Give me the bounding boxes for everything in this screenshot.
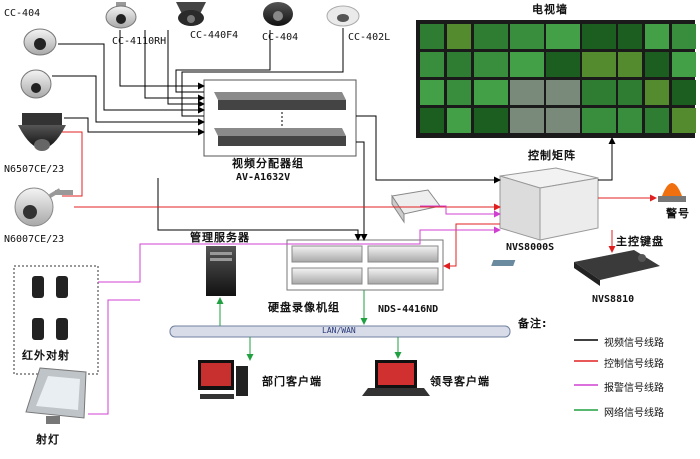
video-wall-tile [420,80,444,105]
video-wall-tile [546,24,580,49]
video-wall-tile [510,24,544,49]
camera-cc4110-icon [105,2,137,29]
label-cc404-a: CC-404 [4,8,41,19]
video-wall-tile [618,24,642,49]
video-wall-tile [447,24,471,49]
label-n6007: N6007CE/23 [4,234,65,245]
label-vda-cn: 视频分配器组 [232,157,304,170]
video-wall-tile [582,24,616,49]
video-wall-tile [582,108,616,133]
video-wall-tile [582,52,616,77]
legend-swatches [574,339,598,411]
video-wall-tile [474,80,508,105]
video-wall-tile [672,52,696,77]
label-server: 管理服务器 [190,231,250,244]
spotlight-icon [25,367,87,424]
video-wall-tile [474,108,508,133]
ir-beam-group-icon [13,265,99,375]
decoder-icon [391,189,441,224]
video-wall-tile [447,52,471,77]
dept-client-pc-icon [198,360,248,399]
video-wall-tile [582,80,616,105]
video-wall-tiles [420,24,696,133]
label-cc440f4: CC-440F4 [190,30,239,41]
video-wall-tile [420,24,444,49]
label-leader-client: 领导客户端 [430,375,490,388]
label-cc402l: CC-402L [348,32,391,43]
camera-dome-1-icon [23,28,57,56]
label-keyboard-model: NVS8810 [592,294,635,305]
label-keyboard-cn: 主控键盘 [616,235,664,248]
video-wall-tile [618,108,642,133]
network-lines [216,290,402,361]
lan-bar-icon [169,325,511,338]
control-keyboard-icon [491,250,660,286]
video-wall-tile [546,52,580,77]
camera-dome-2-icon [20,69,52,99]
label-videowall: 电视墙 [532,3,568,16]
video-wall-tile [447,80,471,105]
legend-item-control: 控制信号线路 [604,359,664,370]
server-icon [206,246,236,296]
label-ir: 红外对射 [22,349,70,362]
label-lan: LAN/WAN [322,326,356,335]
control-matrix-icon [499,167,599,241]
label-spotlight: 射灯 [36,433,60,446]
video-wall-tile [420,52,444,77]
video-wall-tile [618,52,642,77]
label-alarm: 警号 [666,207,690,220]
video-wall-tile [510,80,544,105]
label-dept-client: 部门客户端 [262,375,322,388]
camera-speed-dome-icon [18,113,66,151]
label-dvr-cn: 硬盘录像机组 [268,301,340,314]
video-distributor-icon [203,79,357,157]
video-wall-tile [672,80,696,105]
video-wall-tile [672,108,696,133]
video-wall-tile [474,52,508,77]
label-cc4110rh: CC-4110RH [112,36,167,47]
video-wall-tile [618,80,642,105]
video-wall-tile [546,80,580,105]
video-wall-tile [474,24,508,49]
video-wall-tile [645,52,669,77]
label-vda-model: AV-A1632V [236,172,291,183]
label-cc404-b: CC-404 [262,32,299,43]
control-lines [62,131,657,270]
legend-title: 备注: [518,317,548,330]
legend-item-network: 网络信号线路 [604,408,664,419]
camera-cc404b-icon [263,2,293,26]
label-matrix-model: NVS8000S [506,242,555,253]
camera-cc440-icon [176,2,206,26]
dvr-group-icon [286,239,444,291]
legend-item-video: 视频信号线路 [604,338,664,349]
video-wall-tile [645,80,669,105]
video-wall-tile [510,52,544,77]
alarm-lines [88,205,501,415]
video-wall-tile [645,108,669,133]
video-wall-tile [420,108,444,133]
video-wall-tile [447,108,471,133]
leader-client-laptop-icon [362,360,430,396]
video-wall-tile [546,108,580,133]
camera-cc402-icon [326,5,360,27]
video-wall-tile [645,24,669,49]
camera-ptz-icon [14,187,73,227]
alarm-siren-icon [658,183,686,202]
label-n6507: N6507CE/23 [4,164,65,175]
video-wall-tile [510,108,544,133]
legend-item-alarm: 报警信号线路 [604,383,664,394]
label-dvr-model: NDS-4416ND [378,304,439,315]
label-matrix-cn: 控制矩阵 [528,149,576,162]
video-wall-tile [672,24,696,49]
